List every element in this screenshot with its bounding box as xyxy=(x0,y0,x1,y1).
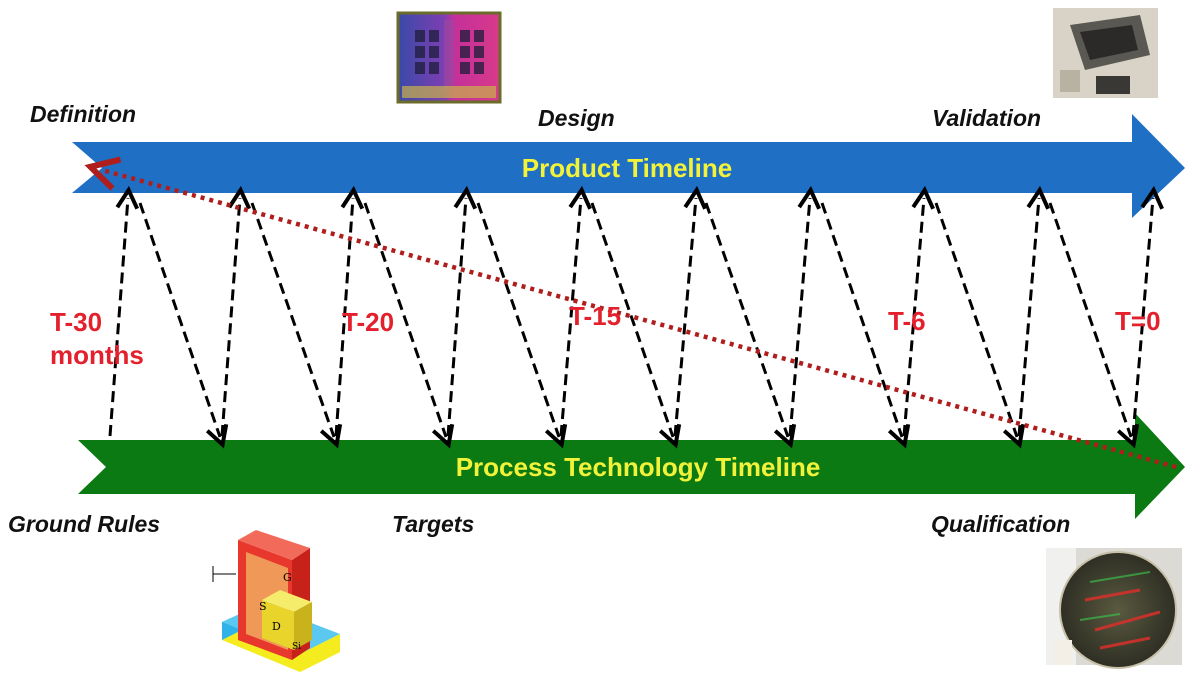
stage-label-definition: Definition xyxy=(30,101,136,127)
zigzag-arrows xyxy=(108,198,1153,437)
wafer-image xyxy=(1046,548,1182,669)
up-arrow-9 xyxy=(1017,198,1039,437)
up-arrow-8 xyxy=(902,198,924,437)
time-marker-t0: T=0 xyxy=(1115,306,1161,336)
finfet-transistor-image: G S D Si xyxy=(212,530,340,672)
time-marker-t30-unit: months xyxy=(50,340,144,370)
up-arrow-1 xyxy=(108,198,128,437)
process-timeline-title: Process Technology Timeline xyxy=(456,452,821,482)
down-arrow-3 xyxy=(363,202,446,437)
time-marker-t6: T-6 xyxy=(888,306,926,336)
up-arrow-3 xyxy=(334,198,353,437)
down-arrow-5 xyxy=(590,202,673,437)
gate-label: G xyxy=(283,571,292,584)
time-marker-t20: T-20 xyxy=(342,307,394,337)
up-arrow-6 xyxy=(673,198,696,437)
diagonal-dotted-arrow xyxy=(102,170,1177,470)
stage-label-qualification: Qualification xyxy=(931,511,1070,537)
down-arrow-1 xyxy=(138,202,220,437)
stage-label-validation: Validation xyxy=(932,105,1041,131)
up-arrow-10 xyxy=(1131,198,1153,437)
chip-die-image xyxy=(396,11,502,104)
stage-label-targets: Targets xyxy=(392,511,474,537)
down-arrow-8 xyxy=(934,202,1017,437)
stage-label-design: Design xyxy=(538,105,615,131)
validation-board-image xyxy=(1053,8,1158,98)
process-timeline-arrow xyxy=(78,413,1185,519)
product-timeline-title: Product Timeline xyxy=(522,153,732,183)
up-arrow-4 xyxy=(446,198,466,437)
tsi-label: Si xyxy=(292,642,301,652)
time-marker-t30: T-30 xyxy=(50,307,102,337)
stage-label-ground-rules: Ground Rules xyxy=(8,511,160,537)
drain-label: D xyxy=(272,620,281,633)
down-arrow-7 xyxy=(820,202,902,437)
time-marker-t15: T-15 xyxy=(569,301,621,331)
down-arrow-9 xyxy=(1048,202,1131,437)
down-arrow-2 xyxy=(250,202,334,437)
up-arrow-5 xyxy=(559,198,581,437)
source-label: S xyxy=(259,600,267,613)
up-arrow-2 xyxy=(220,198,240,437)
down-arrow-4 xyxy=(476,202,559,437)
up-arrow-7 xyxy=(788,198,810,437)
down-arrow-6 xyxy=(704,202,788,437)
